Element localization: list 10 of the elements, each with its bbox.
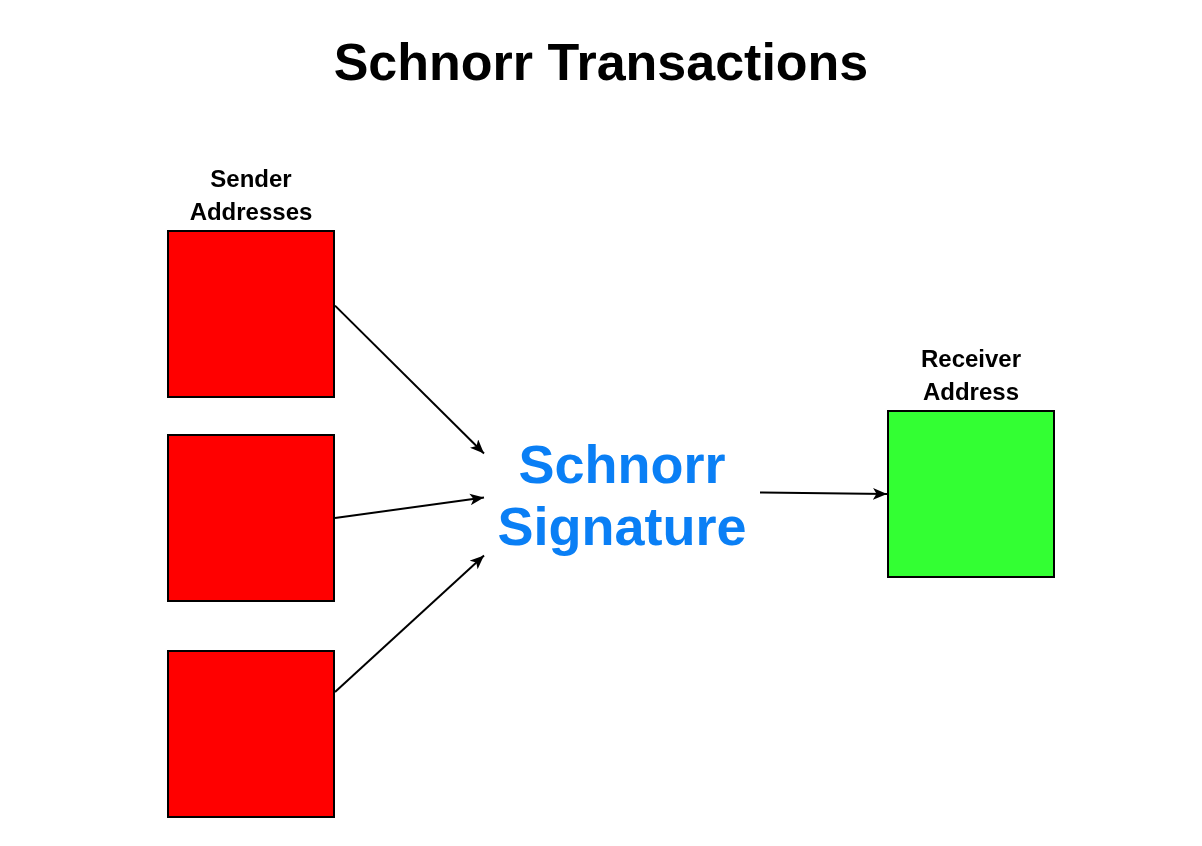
box-heading: Sender Addresses: [188, 164, 314, 227]
title: Schnorr Transactions: [332, 32, 870, 93]
arrow: [334, 304, 485, 455]
signature-label: Schnorr Signature: [496, 433, 748, 557]
address-box: [167, 434, 335, 602]
box-heading: Receiver Address: [919, 344, 1023, 407]
arrow: [759, 488, 888, 500]
arrow: [334, 554, 485, 693]
address-box: [167, 650, 335, 818]
arrow: [334, 493, 485, 519]
